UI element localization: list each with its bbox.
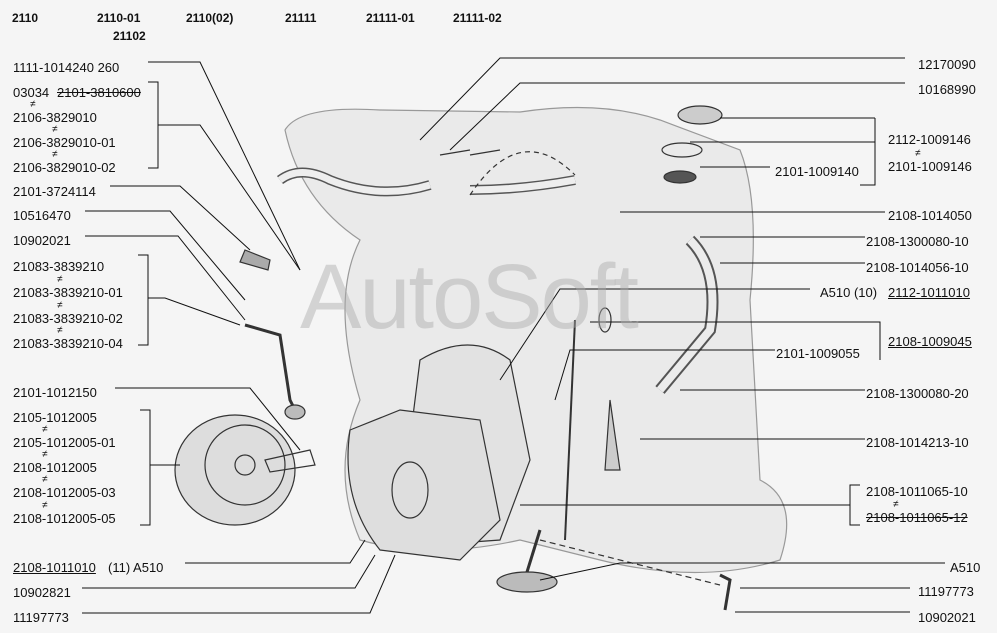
engine-outline xyxy=(174,105,788,611)
part-label-obsolete: 2101-3810600 xyxy=(57,85,141,100)
leader-lines xyxy=(82,57,945,614)
part-label-underlined: 2108-1011010 xyxy=(13,560,96,575)
part-label: 2101-1009140 xyxy=(775,164,859,179)
alt-symbol: ≠ xyxy=(915,148,921,159)
part-label: 10902021 xyxy=(918,610,976,625)
model-2110-02: 2110(02) xyxy=(186,11,234,25)
part-label: 2106-3829010-01 xyxy=(13,135,116,150)
part-label: 2105-1012005 xyxy=(13,410,97,425)
part-label: (11) A510 xyxy=(108,560,164,575)
part-label: 21083-3839210-04 xyxy=(13,336,123,351)
part-label: 2108-1014213-10 xyxy=(866,435,969,450)
part-label: 21083-3839210 xyxy=(13,259,105,274)
alt-symbol: ≠ xyxy=(52,149,58,160)
alt-symbol: ≠ xyxy=(57,325,63,336)
part-label: 10168990 xyxy=(918,82,976,97)
part-label: 2101-3724114 xyxy=(13,184,96,199)
part-label-underlined: 2112-1011010 xyxy=(888,285,970,300)
model-21111-01: 21111-01 xyxy=(366,11,415,25)
model-21111-02: 21111-02 xyxy=(453,11,502,25)
part-label: A510 (10) xyxy=(820,285,878,300)
part-label-underlined: 2108-1009045 xyxy=(888,334,972,349)
part-label: 2108-1011065-10 xyxy=(866,484,968,499)
alt-symbol: ≠ xyxy=(52,124,58,135)
part-label: 10516470 xyxy=(13,208,71,223)
part-label: 11197773 xyxy=(13,610,69,625)
model-21102: 21102 xyxy=(113,29,146,43)
part-label: 2108-1300080-10 xyxy=(866,234,969,249)
model-2110: 2110 xyxy=(12,11,39,25)
part-label: 2108-1014050 xyxy=(888,208,972,223)
part-label: 2101-1009146 xyxy=(888,159,972,174)
part-label: 11197773 xyxy=(918,584,974,599)
alt-symbol: ≠ xyxy=(57,274,63,285)
part-label: 2112-1009146 xyxy=(888,132,971,147)
part-label: A510 xyxy=(950,560,981,575)
alt-symbol: ≠ xyxy=(42,474,48,485)
alt-symbol: ≠ xyxy=(42,500,48,511)
alt-symbol: ≠ xyxy=(57,300,63,311)
model-2110-01: 2110-01 xyxy=(97,11,141,25)
part-label: 2108-1012005 xyxy=(13,460,97,475)
part-label: 2108-1300080-20 xyxy=(866,386,969,401)
part-label: 2108-1014056-10 xyxy=(866,260,969,275)
alt-symbol: ≠ xyxy=(893,499,899,510)
part-label: 21083-3839210-02 xyxy=(13,311,123,326)
part-label: 2106-3829010 xyxy=(13,110,97,125)
part-label: 12170090 xyxy=(918,57,976,72)
alt-symbol: ≠ xyxy=(30,99,36,110)
part-label: 21083-3839210-01 xyxy=(13,285,123,300)
part-label: 1111-1014240 260 xyxy=(13,60,120,75)
alt-symbol: ≠ xyxy=(42,424,48,435)
part-label-obsolete: 2108-1011065-12 xyxy=(866,510,968,525)
part-label: 10902021 xyxy=(13,233,71,248)
part-label: 2105-1012005-01 xyxy=(13,435,116,450)
part-label: 03034 xyxy=(13,85,50,100)
alt-symbol: ≠ xyxy=(42,449,48,460)
autosoft-watermark: AutoSoft xyxy=(300,246,639,348)
part-label: 2108-1012005-03 xyxy=(13,485,116,500)
part-label: 2106-3829010-02 xyxy=(13,160,116,175)
part-label: 2101-1012150 xyxy=(13,385,97,400)
part-label: 2101-1009055 xyxy=(776,346,860,361)
model-21111: 21111 xyxy=(285,11,317,25)
part-label: 2108-1012005-05 xyxy=(13,511,116,526)
part-label: 10902821 xyxy=(13,585,71,600)
